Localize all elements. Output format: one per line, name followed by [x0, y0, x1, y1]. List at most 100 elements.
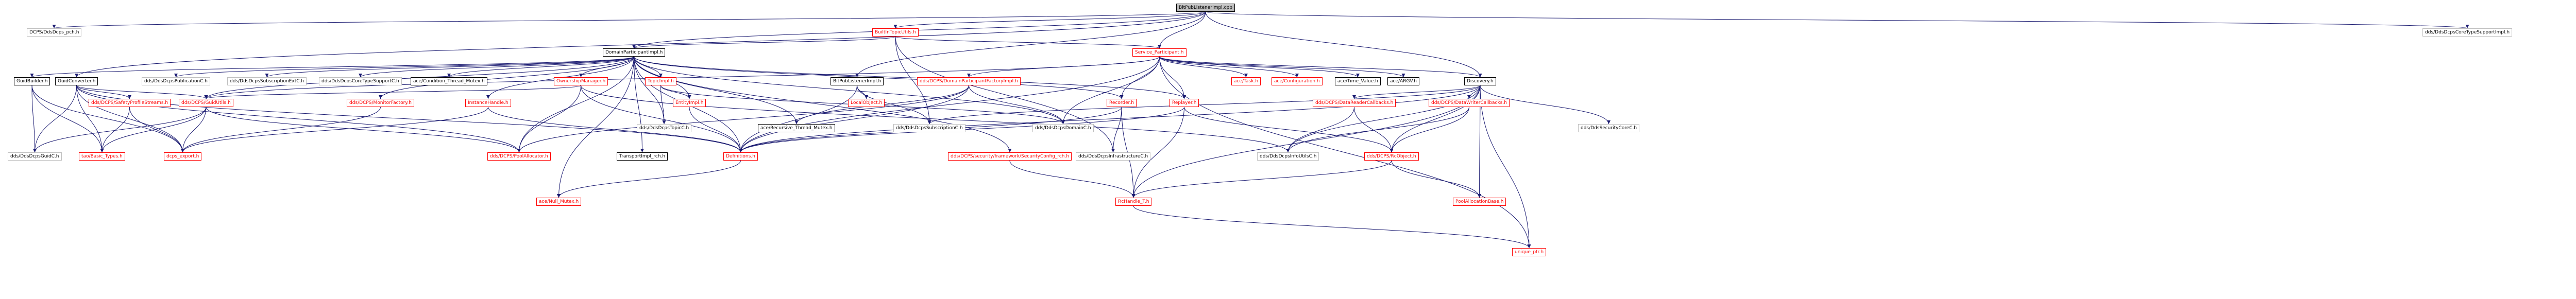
edge-domain-participant-impl-to-monitor-factory — [379, 56, 634, 99]
node-definitions[interactable]: Definitions.h — [723, 152, 758, 161]
node-safety-profile-streams[interactable]: dds/DCPS/SafetyProfileStreams.h — [89, 99, 171, 107]
edge-ownership-manager-to-info-utils-c — [581, 85, 1290, 153]
edge-discovery-to-data-reader-callbacks — [1352, 85, 1481, 99]
edge-guid-converter-to-pool-allocator — [76, 85, 521, 153]
edge-domain-participant-impl-to-security-config-rch — [634, 56, 1012, 153]
node-instance-handle[interactable]: InstanceHandle.h — [465, 99, 511, 107]
node-guid-converter[interactable]: GuidConverter.h — [55, 77, 98, 85]
node-domain-c[interactable]: dds/DdsDcpsDomainC.h — [1032, 124, 1094, 132]
edge-root-to-domain-participant-impl — [632, 11, 1206, 49]
edge-domain-participant-impl-to-pool-allocator — [517, 56, 634, 153]
node-core-type-support-c[interactable]: dds/DdsDcpsCoreTypeSupportC.h — [319, 77, 402, 85]
node-tao-basic-types[interactable]: tao/Basic_Types.h — [79, 152, 125, 161]
node-ownership-manager[interactable]: OwnershipManager.h — [554, 77, 608, 85]
edge-data-reader-callbacks-to-rc-object — [1354, 107, 1394, 153]
edge-guid-utils-to-guid-c — [33, 107, 207, 153]
edge-data-writer-callbacks-to-info-utils-c — [1286, 107, 1469, 153]
edge-builtin-topic-utils-to-service-participant — [895, 36, 1161, 49]
edge-domain-participant-impl-to-topic-impl — [634, 56, 663, 78]
node-replayer[interactable]: Replayer.h — [1170, 99, 1199, 107]
node-info-utils-c[interactable]: dds/DdsDcpsInfoUtilsC.h — [1257, 152, 1319, 161]
edge-rc-object-to-rc-handle-t — [1131, 160, 1392, 198]
edge-bit-pub-listener-impl-h-to-definitions — [739, 85, 857, 153]
edge-service-participant-to-ace-configuration — [1159, 56, 1299, 78]
node-publication-c[interactable]: dds/DdsDcpsPublicationC.h — [142, 77, 210, 85]
edge-builtin-topic-utils-to-domain-participant-impl — [632, 36, 896, 49]
edge-discovery-to-rc-object — [1389, 85, 1481, 153]
edge-dp-factory-impl-to-definitions — [739, 85, 969, 153]
node-null-mutex[interactable]: ace/Null_Mutex.h — [536, 198, 582, 206]
edge-guid-converter-to-dcps-export — [76, 85, 184, 153]
edge-rc-handle-t-to-unique-ptr — [1133, 205, 1531, 249]
node-subscription-c[interactable]: dds/DdsDcpsSubscriptionC.h — [893, 124, 965, 132]
edge-recorder-to-infrastructure-c — [1111, 107, 1122, 153]
node-security-core-c[interactable]: dds/DdsSecurityCoreC.h — [1578, 124, 1640, 132]
node-recorder[interactable]: Recorder.h — [1107, 99, 1137, 107]
edge-service-participant-to-unique-ptr — [1159, 56, 1531, 249]
edge-domain-participant-impl-to-topic-c — [634, 56, 666, 125]
node-dcps-export[interactable]: dcps_export.h — [164, 152, 202, 161]
node-ace-configuration[interactable]: ace/Configuration.h — [1272, 77, 1323, 85]
node-dp-factory-impl[interactable]: dds/DCPS/DomainParticipantFactoryImpl.h — [917, 77, 1021, 85]
node-topic-impl[interactable]: TopicImpl.h — [645, 77, 676, 85]
node-subscription-ext-c[interactable]: dds/DdsDcpsSubscriptionExtC.h — [227, 77, 307, 85]
edge-service-participant-to-ace-time-value — [1159, 56, 1360, 78]
edge-guid-converter-to-guid-c — [33, 85, 77, 153]
node-transport-impl-rch[interactable]: TransportImpl_rch.h — [617, 152, 668, 161]
node-guid-utils[interactable]: dds/DCPS/GuidUtils.h — [179, 99, 233, 107]
node-monitor-factory[interactable]: dds/DCPS/MonitorFactory.h — [347, 99, 414, 107]
node-service-participant[interactable]: Service_Participant.h — [1132, 48, 1187, 57]
edge-service-participant-to-domain-c — [1061, 56, 1160, 125]
node-ace-time-value[interactable]: ace/Time_Value.h — [1335, 77, 1381, 85]
node-guid-c[interactable]: dds/DdsDcpsGuidC.h — [8, 152, 62, 161]
edge-dp-factory-impl-to-domain-c — [969, 85, 1065, 125]
node-local-object[interactable]: LocalObject.h — [848, 99, 885, 107]
node-infrastructure-c[interactable]: dds/DdsDcpsInfrastructureC.h — [1076, 152, 1151, 161]
node-topic-c[interactable]: dds/DdsDcpsTopicC.h — [637, 124, 692, 132]
edge-bit-pub-listener-impl-h-to-local-object — [857, 85, 868, 99]
node-security-config-rch[interactable]: dds/DCPS/security/framework/SecurityConf… — [948, 152, 1072, 161]
edge-service-participant-to-definitions — [739, 56, 1160, 153]
edge-data-writer-callbacks-to-rc-object — [1389, 107, 1469, 153]
node-unique-ptr[interactable]: unique_ptr.h — [1512, 248, 1547, 256]
node-data-reader-callbacks[interactable]: dds/DCPS/DataReaderCallbacks.h — [1313, 99, 1396, 107]
edge-service-participant-to-ace-arch — [1159, 56, 1405, 78]
edge-discovery-to-subscription-c — [927, 85, 1481, 125]
node-ace-task[interactable]: ace/Task.h — [1231, 77, 1261, 85]
node-rc-handle-t[interactable]: RcHandle_T.h — [1115, 198, 1152, 206]
edge-domain-participant-impl-to-subscription-ext-c — [265, 56, 634, 78]
node-bit-pub-listener-impl-h[interactable]: BitPubListenerImpl.h — [831, 77, 884, 85]
edge-root-to-bit-pub-listener-impl-h — [855, 11, 1206, 78]
node-builtin-topic-utils[interactable]: BuiltInTopicUtils.h — [872, 28, 919, 37]
node-guid-builder[interactable]: GuidBuilder.h — [14, 77, 50, 85]
edge-discovery-to-definitions — [739, 85, 1481, 153]
edge-rc-object-to-pool-allocation-base — [1391, 160, 1481, 198]
edge-guid-builder-to-tao-basic-types — [31, 85, 104, 153]
edge-service-participant-to-guid-utils — [204, 56, 1160, 99]
node-root[interactable]: BitPubListenerImpl.cpp — [1176, 4, 1235, 12]
node-dcps-pch[interactable]: DCPS/DdsDcps_pch.h — [27, 28, 82, 37]
node-entity-impl[interactable]: EntityImpl.h — [673, 99, 706, 107]
node-recursive-thread-mutex[interactable]: ace/Recursive_Thread_Mutex.h — [758, 124, 835, 132]
node-domain-participant-impl[interactable]: DomainParticipantImpl.h — [603, 48, 666, 57]
node-data-writer-callbacks[interactable]: dds/DCPS/DataWriterCallbacks.h — [1429, 99, 1510, 107]
edge-domain-participant-impl-to-publication-c — [174, 56, 634, 78]
edge-bit-pub-listener-impl-h-to-subscription-c — [857, 85, 931, 125]
node-pool-allocator[interactable]: dds/DCPS/PoolAllocator.h — [487, 152, 551, 161]
node-condition-thread-mutex[interactable]: ace/Condition_Thread_Mutex.h — [411, 77, 487, 85]
node-rc-object[interactable]: dds/DCPS/RcObject.h — [1364, 152, 1419, 161]
edge-instance-handle-to-dcps-export — [181, 107, 488, 153]
edge-guid-utils-to-tao-basic-types — [100, 107, 207, 153]
edge-monitor-factory-to-dcps-export — [181, 107, 381, 153]
edge-dp-factory-impl-to-pool-allocator — [517, 85, 969, 153]
edge-safety-profile-streams-to-tao-basic-types — [100, 107, 130, 153]
edge-definitions-to-null-mutex — [557, 160, 741, 198]
node-pool-allocation-base[interactable]: PoolAllocationBase.h — [1453, 198, 1506, 206]
edge-service-participant-to-discovery — [1159, 56, 1482, 78]
edge-domain-participant-impl-to-replayer — [634, 56, 1186, 99]
edge-topic-impl-to-entity-impl — [660, 85, 691, 99]
edge-root-to-core-type-support-impl — [1205, 11, 2469, 29]
node-discovery[interactable]: Discovery.h — [1464, 77, 1496, 85]
node-core-type-support-impl[interactable]: dds/DdsDcpsCoreTypeSupportImpl.h — [2422, 28, 2513, 37]
node-ace-arch[interactable]: ace/ARGV.h — [1387, 77, 1419, 85]
